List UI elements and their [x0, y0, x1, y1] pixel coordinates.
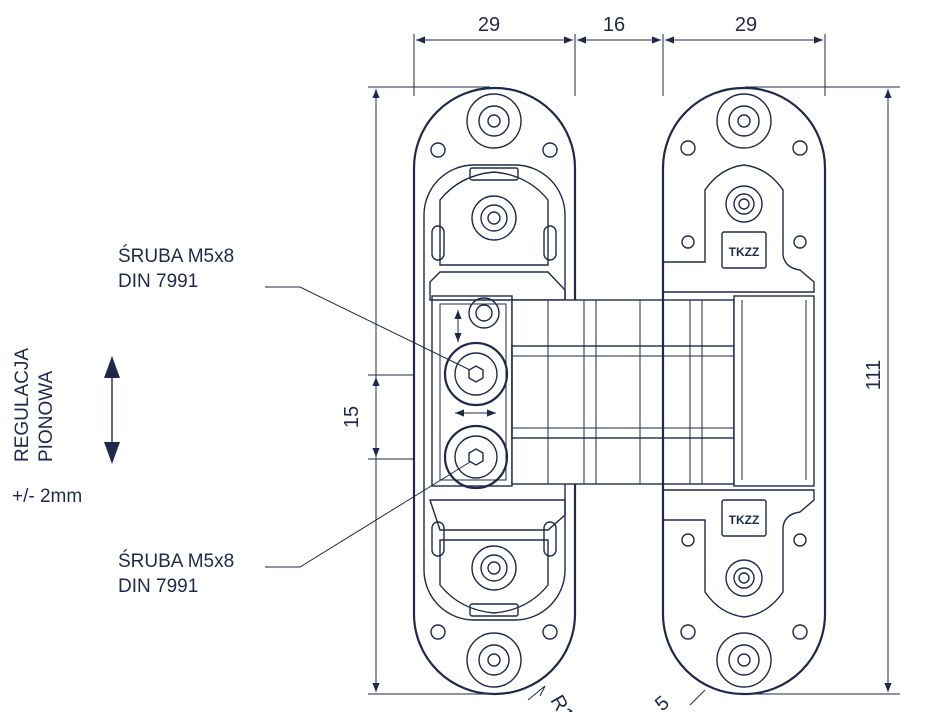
adjust-label-line1: REGULACJA: [12, 348, 33, 462]
adjust-label-line2: PIONOWA: [36, 371, 57, 462]
screw-leader-lines: [265, 286, 706, 706]
right-hinge-plate: TKZZ TKZZ: [661, 86, 827, 696]
top-dimension-lines: [413, 34, 826, 96]
dim-screw-spacing: 15: [341, 406, 363, 428]
dim-top-right: 29: [735, 14, 757, 36]
screw-top-label-line2: DIN 7991: [118, 271, 198, 292]
hinge-arm-mechanism: [511, 299, 735, 485]
dim-top-left: 29: [478, 14, 500, 36]
logo-top: TKZZ: [721, 231, 767, 269]
dim-top-middle: 16: [603, 14, 625, 36]
screw-bottom-label-line2: DIN 7991: [118, 576, 198, 597]
dim-height: 111: [863, 360, 885, 390]
height-dimension-right: [745, 86, 900, 695]
screw-bottom-label-line1: ŚRUBA M5x8: [118, 550, 234, 572]
vertical-adjust-arrow: [104, 356, 120, 464]
radius-label-left: R1: [546, 692, 578, 712]
adjust-tolerance: +/- 2mm: [12, 486, 82, 507]
radius-label-right: 5: [651, 692, 674, 712]
logo-text-top: TKZZ: [729, 245, 760, 259]
logo-text-bottom: TKZZ: [729, 513, 760, 527]
logo-bottom: TKZZ: [721, 499, 767, 537]
screw-top-label-line1: ŚRUBA M5x8: [118, 245, 234, 267]
